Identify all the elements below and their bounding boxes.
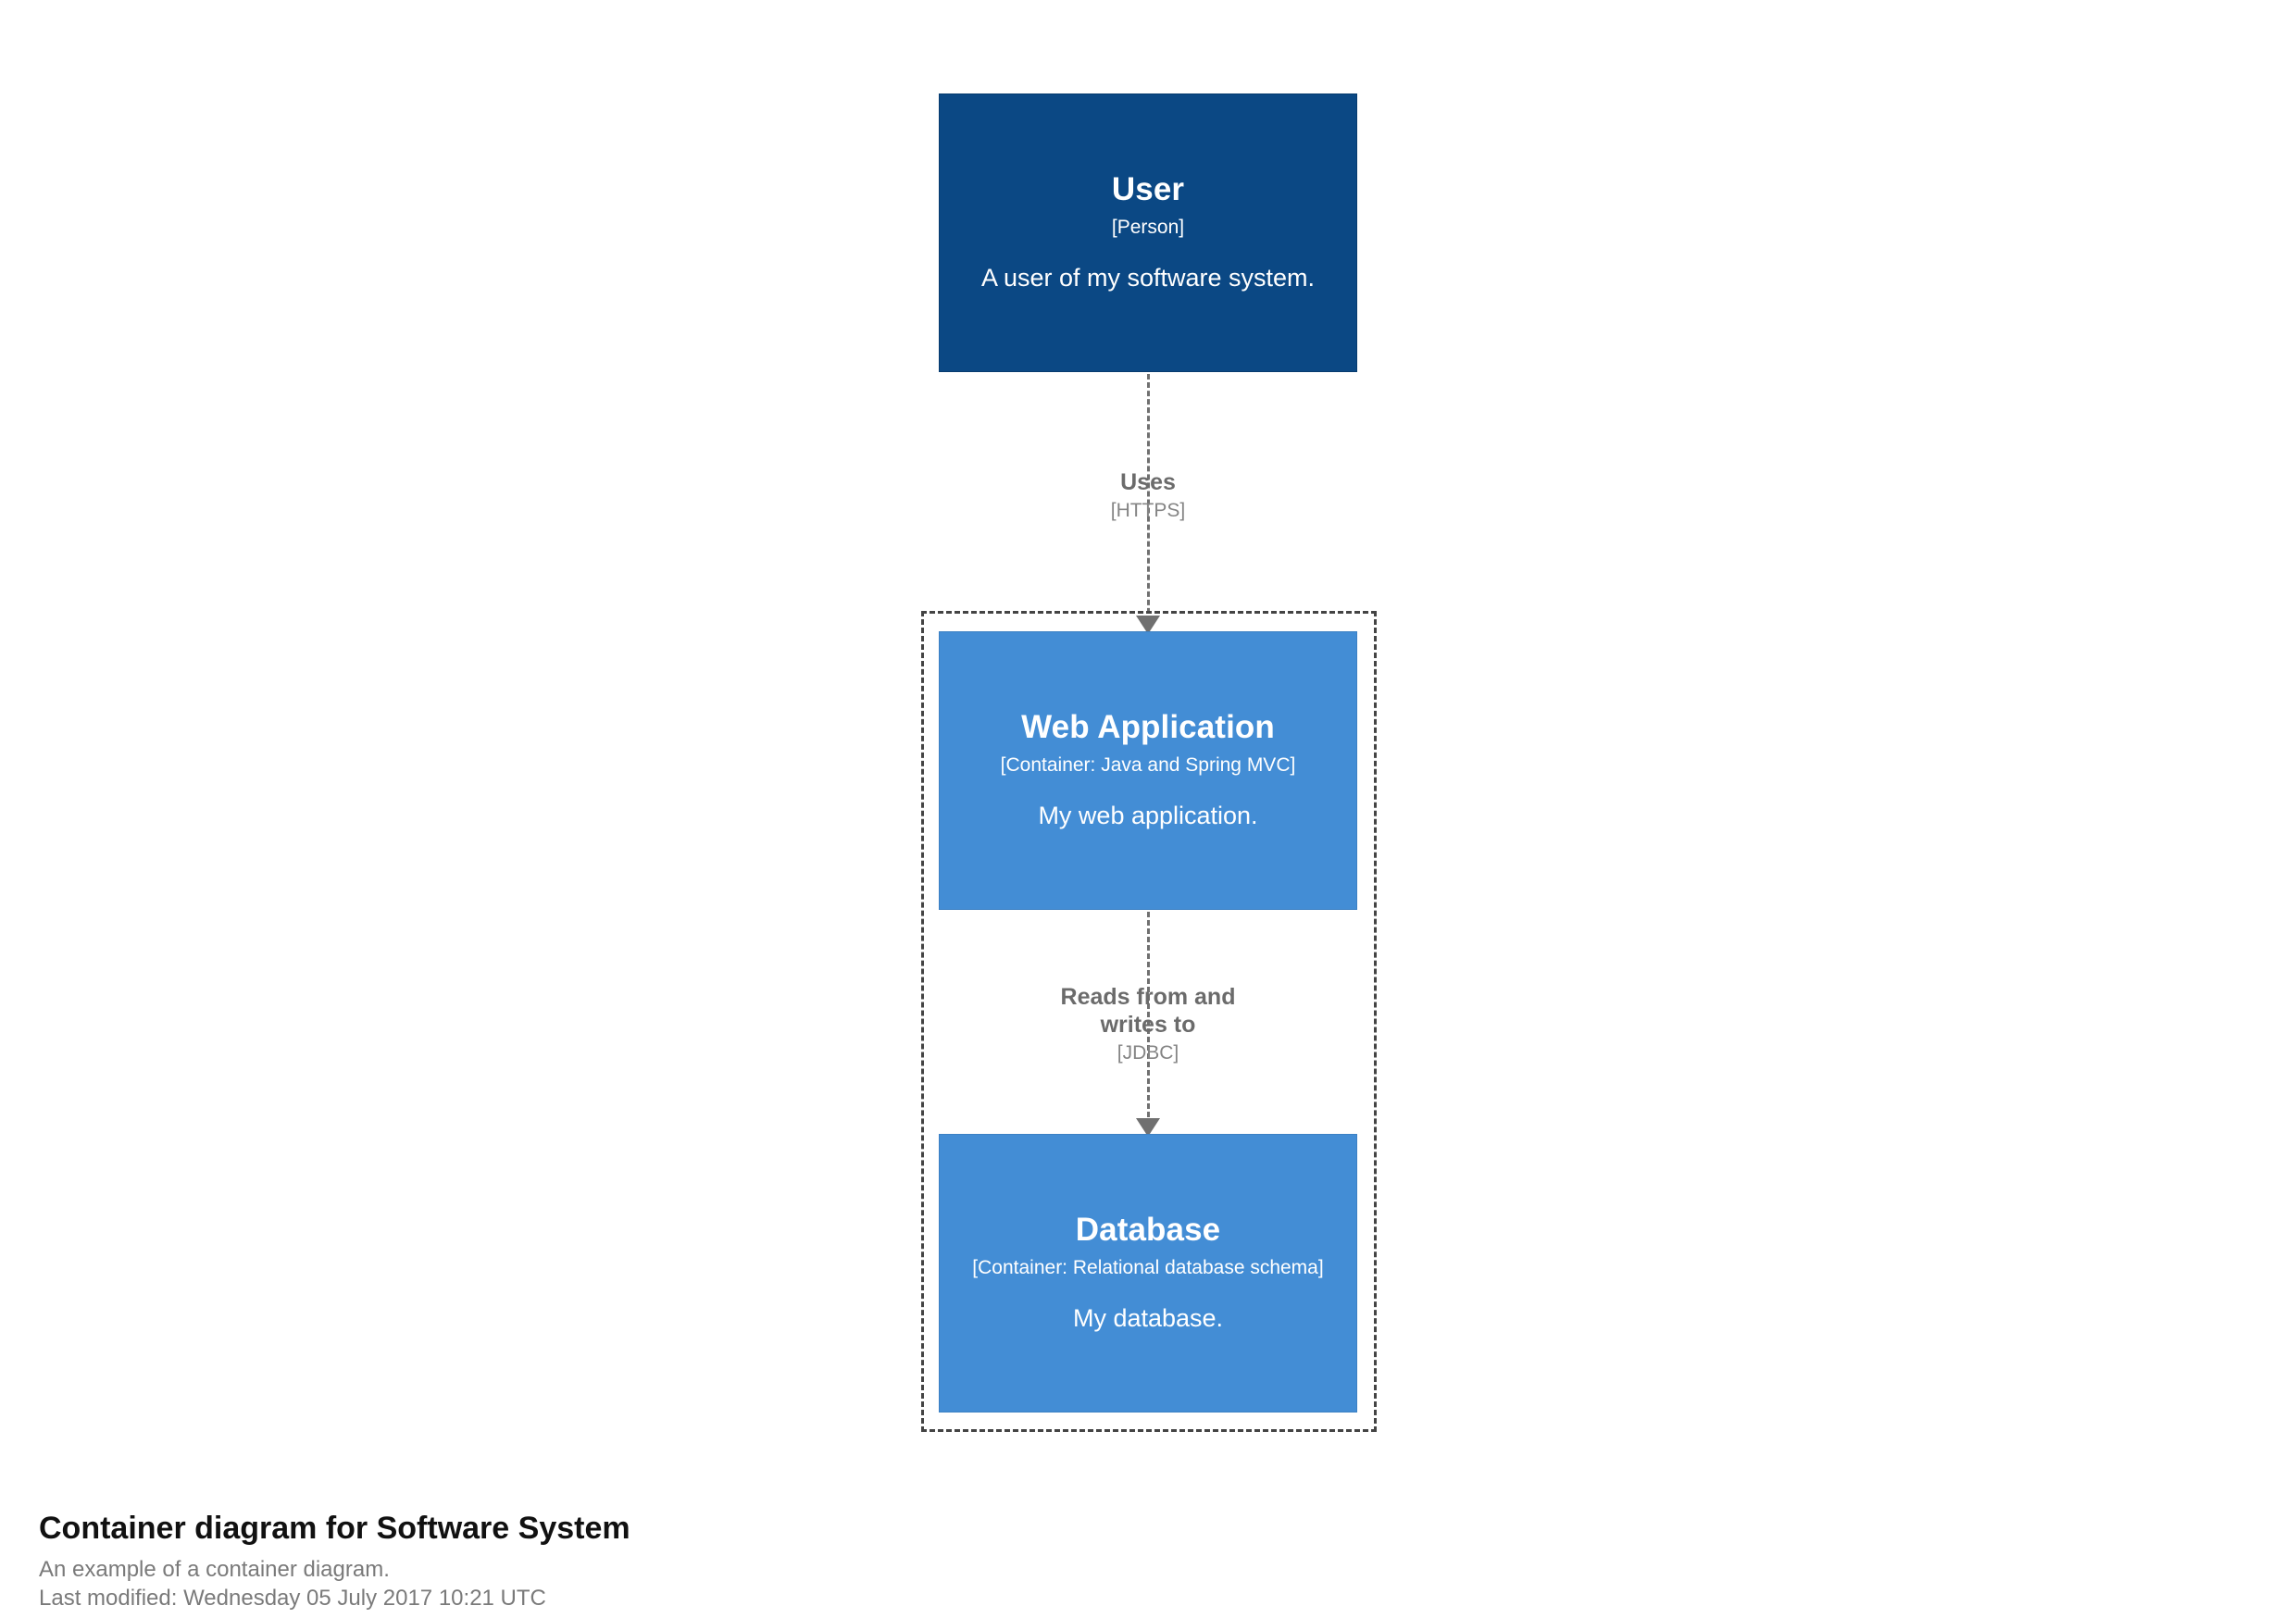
relationship-label-user-webapp-description: Uses xyxy=(1120,469,1176,495)
element-web-application-name: Web Application xyxy=(1021,708,1275,745)
element-user-technology: [Person] xyxy=(1111,217,1185,239)
element-web-application-technology: [Container: Java and Spring MVC] xyxy=(1000,754,1296,777)
relationship-label-webapp-database-description-line1: Reads from and xyxy=(1060,984,1236,1010)
relationship-label-webapp-database-technology: [JDBC] xyxy=(1117,1042,1179,1064)
element-database-description: My database. xyxy=(1072,1304,1224,1333)
relationship-arrow-user-webapp xyxy=(1136,616,1160,634)
relationship-label-webapp-database-description-line2: writes to xyxy=(1100,1012,1196,1038)
relationship-label-user-webapp-technology: [HTTPS] xyxy=(1110,500,1186,521)
relationship-line-webapp-database xyxy=(1147,912,1150,1134)
diagram-last-modified: Last modified: Wednesday 05 July 2017 10… xyxy=(39,1586,546,1612)
system-boundary xyxy=(921,611,1377,1432)
relationship-line-user-webapp xyxy=(1147,374,1150,630)
relationship-label-user-webapp: Uses [HTTPS] xyxy=(963,468,1333,522)
element-user-name: User xyxy=(1111,170,1185,207)
diagram-title: Container diagram for Software System xyxy=(39,1511,630,1546)
element-database-name: Database xyxy=(1075,1211,1221,1248)
diagram-caption: Container diagram for Software System An… xyxy=(39,1509,1335,1613)
element-web-application-description: My web application. xyxy=(1038,802,1258,830)
element-database-technology: [Container: Relational database schema] xyxy=(972,1257,1324,1279)
diagram-subtitle: An example of a container diagram. xyxy=(39,1556,390,1582)
element-user[interactable]: User [Person] A user of my software syst… xyxy=(939,93,1357,372)
relationship-label-webapp-database: Reads from and writes to [JDBC] xyxy=(963,983,1333,1064)
element-database[interactable]: Database [Container: Relational database… xyxy=(939,1134,1357,1413)
element-web-application[interactable]: Web Application [Container: Java and Spr… xyxy=(939,631,1357,910)
element-user-description: A user of my software system. xyxy=(980,264,1316,292)
relationship-arrow-webapp-database xyxy=(1136,1118,1160,1137)
